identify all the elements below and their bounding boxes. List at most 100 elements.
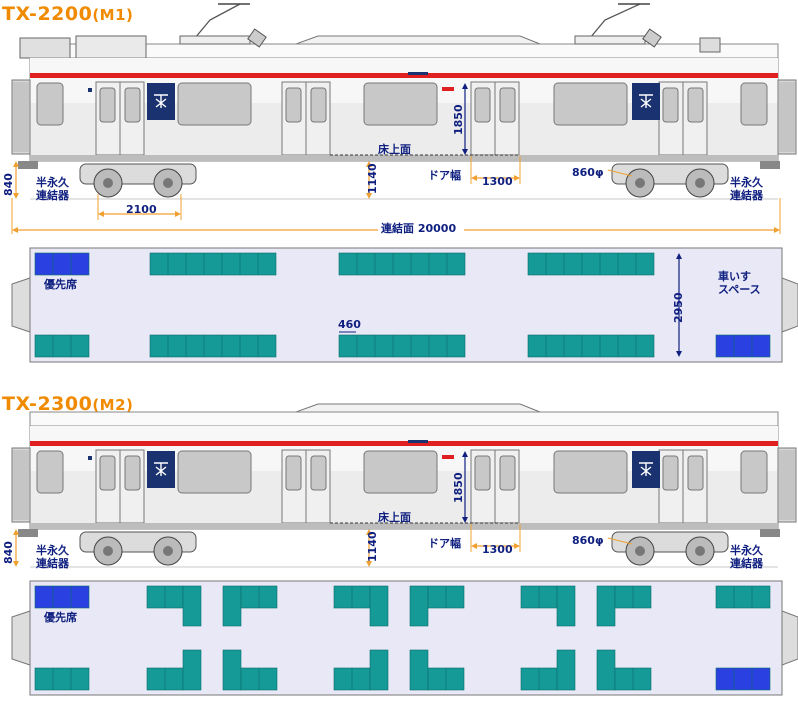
plan-floor-1: [29, 580, 783, 696]
seat: [715, 585, 771, 609]
marker-light: [88, 88, 92, 92]
door-width-label: ドア幅: [428, 168, 461, 182]
dim-2950-arrow-head-bottom: [676, 351, 682, 357]
seat: [34, 667, 90, 691]
door-window: [99, 455, 116, 491]
wheel-hub: [103, 546, 113, 556]
dim-1850-arrow-head-bottom: [462, 149, 468, 155]
wheel-hub: [695, 546, 705, 556]
wheel-hub: [103, 178, 113, 188]
dim-2100-arrow-head-right: [175, 211, 181, 217]
coupler-left: [18, 529, 38, 537]
plan-gangway-left: [11, 277, 31, 333]
dim-1300-label: 1300: [482, 543, 513, 556]
dim-1140-label: 1140: [366, 163, 379, 194]
gangway-right: [777, 447, 797, 523]
priority-seat: [34, 585, 90, 609]
box-seat: [556, 649, 576, 691]
box-seat: [222, 649, 242, 691]
door-window: [474, 455, 491, 491]
wheel-hub: [635, 546, 645, 556]
dim-2950-label: 2950: [672, 292, 685, 323]
marker-light: [442, 455, 454, 459]
door-window: [662, 455, 679, 491]
wheel-hub: [635, 178, 645, 188]
floor-level-label: 床上面: [378, 510, 411, 524]
box-seat: [596, 585, 616, 627]
dim-840-arrow-head-top: [13, 529, 19, 535]
window: [553, 82, 628, 126]
dim-1300-arrow-head-right: [514, 175, 520, 181]
wheel-diameter-label: 860φ: [572, 166, 604, 179]
roof: [29, 411, 779, 427]
coupler-right: [760, 161, 780, 169]
insulator: [247, 28, 267, 48]
coupler-left-label: 半永久連結器: [36, 543, 70, 570]
window: [553, 450, 628, 494]
box-seat: [596, 649, 616, 691]
dim-460-label: 460: [338, 318, 361, 331]
coupler-left-label: 半永久連結器: [36, 175, 70, 202]
box-seat: [182, 585, 202, 627]
dim-1850-arrow-head-top: [462, 83, 468, 89]
roof-equipment: [699, 37, 721, 53]
car-title-tx2200: TX-2200(M1): [2, 3, 134, 25]
pantograph-base: [574, 35, 646, 45]
dim-1300-arrow-head-left: [471, 543, 477, 549]
dim-1850-label: 1850: [452, 104, 465, 135]
tx-logo-mark: [154, 462, 168, 476]
roof-equipment: [75, 35, 147, 59]
dim-840-arrow-head-bottom: [13, 193, 19, 199]
door-window: [285, 455, 302, 491]
wheel-diameter-label: 860φ: [572, 534, 604, 547]
dim-1850-label: 1850: [452, 472, 465, 503]
door-width-label: ドア幅: [428, 536, 461, 550]
box-seat: [409, 585, 429, 627]
underframe: [30, 523, 778, 529]
dim-2100-arrow-head-left: [98, 211, 104, 217]
roof-equipment: [19, 37, 71, 59]
window: [177, 82, 252, 126]
door-window: [687, 87, 704, 123]
window: [36, 82, 64, 126]
door-window: [687, 455, 704, 491]
dim-overall-arrow-head-right: [774, 227, 780, 233]
dim-1140-arrow-head-top: [366, 161, 372, 167]
priority-seat-label: 優先席: [43, 277, 77, 291]
marker-light: [442, 87, 454, 91]
dim-840-arrow-head-top: [13, 161, 19, 167]
dim-2950-arrow-head-top: [676, 253, 682, 259]
dim-1140-arrow-head-top: [366, 529, 372, 535]
dim-overall-bg: [378, 221, 464, 235]
wheel-leader: [607, 169, 633, 177]
wheel-hub: [163, 546, 173, 556]
door-window: [310, 455, 327, 491]
window: [740, 82, 768, 126]
priority-seat: [715, 667, 771, 691]
dim-840-label: 840: [2, 541, 15, 564]
door-window: [285, 87, 302, 123]
window: [36, 450, 64, 494]
tx-logo-mark: [154, 94, 168, 108]
dim-1850-arrow-head-bottom: [462, 517, 468, 523]
box-seat: [222, 585, 242, 627]
priority-seat-label: 優先席: [43, 610, 77, 624]
window: [363, 82, 438, 126]
box-seat: [556, 585, 576, 627]
dim-840-arrow-head-bottom: [13, 561, 19, 567]
plan-gangway-right: [781, 277, 798, 333]
pantograph-base: [179, 35, 251, 45]
dim-1300-arrow-head-right: [514, 543, 520, 549]
priority-seat: [34, 252, 90, 276]
floor-level-label: 床上面: [378, 142, 411, 156]
long-seat: [338, 252, 466, 276]
door-window: [99, 87, 116, 123]
dim-1850-arrow-head-top: [462, 451, 468, 457]
long-seat: [149, 252, 277, 276]
dim-2100-label: 2100: [126, 203, 157, 216]
box-seat: [369, 649, 389, 691]
gangway-right: [777, 79, 797, 155]
dim-overall-label: 連結面 20000: [381, 221, 456, 235]
